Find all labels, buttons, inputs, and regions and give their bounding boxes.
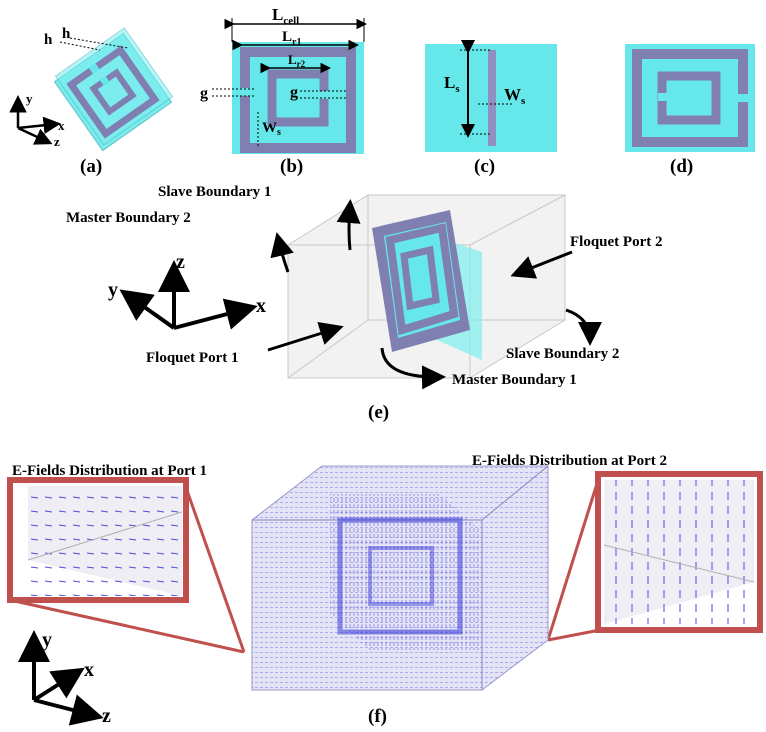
caption-d: (d) (670, 156, 693, 177)
h-label-1: h (44, 32, 53, 48)
ws-label-c: Ws (504, 85, 526, 107)
axis-x-label: x (58, 118, 65, 133)
slave-boundary-1-label: Slave Boundary 1 (158, 184, 271, 200)
axis-y-label-e: y (108, 279, 118, 301)
caption-c: (c) (474, 156, 495, 177)
port2-inset (595, 471, 763, 633)
axis-x-label-f: x (84, 659, 94, 681)
panel-e: Slave Boundary 1 Master Boundary 2 Floqu… (66, 184, 662, 423)
caption-f: (f) (368, 706, 387, 727)
axis-y-label: y (26, 91, 33, 106)
l-cell-label: Lcell (272, 5, 299, 27)
l-r2-label: Lr2 (288, 52, 306, 69)
panel-c: Ls Ws (c) (425, 40, 557, 177)
l-r1-label: Lr1 (282, 29, 301, 48)
axis-z-label-e: z (176, 251, 185, 273)
axis-z-label-f: z (102, 705, 111, 727)
axis-y-label-f: y (42, 629, 52, 651)
master-boundary-2-label: Master Boundary 2 (66, 210, 191, 226)
e-field-box (251, 465, 549, 691)
g-inner-label: g (290, 84, 298, 101)
g-outer-label: g (200, 85, 208, 102)
slave-boundary-2-label: Slave Boundary 2 (506, 346, 619, 362)
port1-title: E-Fields Distribution at Port 1 (12, 463, 207, 479)
axes-icon-f: y x z (18, 629, 111, 727)
floquet-port-2-label: Floquet Port 2 (570, 234, 662, 250)
ws-label-b: Ws (262, 120, 281, 138)
axes-icon-e: z y x (108, 251, 266, 330)
port1-inset (7, 477, 189, 603)
unit-cell-3d (53, 27, 174, 152)
caption-a: (a) (80, 156, 102, 177)
panel-b: Lcell Lr1 Lr2 g g Ws (b) (200, 5, 367, 177)
axis-x-label-e: x (256, 295, 266, 317)
ls-label: Ls (444, 73, 460, 95)
axes-icon-a: y x z (9, 91, 65, 149)
h-dim-line (69, 37, 129, 49)
axis-z-label: z (54, 134, 60, 149)
metal-strip (488, 50, 496, 146)
panel-f: E-Fields Distribution at Port 1 E-Fields… (7, 453, 763, 727)
master-boundary-1-label: Master Boundary 1 (452, 372, 577, 388)
substrate-d (625, 44, 755, 152)
outer-ring (240, 47, 356, 153)
caption-e: (e) (368, 402, 389, 423)
caption-b: (b) (280, 156, 303, 177)
h-dim-line-2 (59, 41, 101, 51)
h-label-2: h (62, 26, 71, 42)
floquet-port-1-label: Floquet Port 1 (146, 350, 238, 366)
panel-a: h h y x z (a) (9, 26, 174, 177)
port2-title: E-Fields Distribution at Port 2 (472, 453, 667, 469)
panel-d: (d) (625, 44, 755, 177)
unit-cell-slab (372, 210, 482, 360)
